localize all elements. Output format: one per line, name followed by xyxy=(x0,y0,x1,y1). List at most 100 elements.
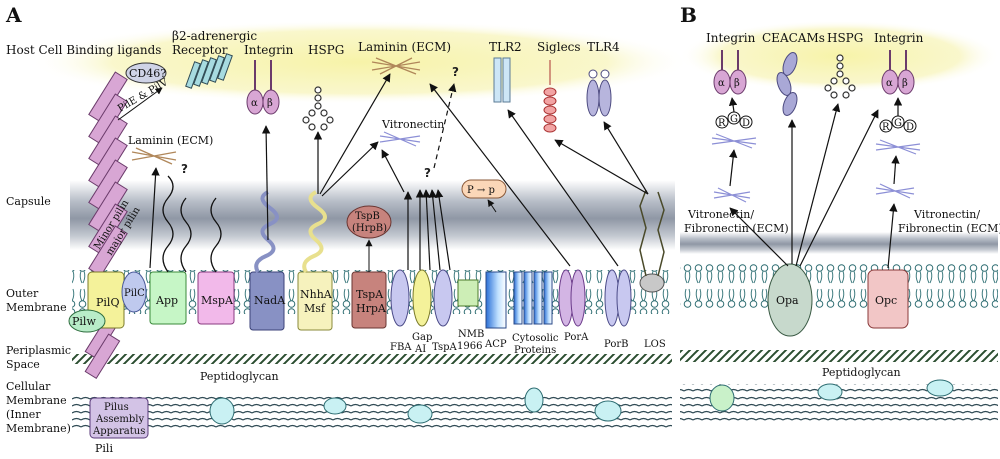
label-tspa: TspA xyxy=(432,342,457,353)
label-assembly: Assembly xyxy=(95,414,144,425)
label-pilus-app: Pilus xyxy=(104,402,129,413)
label-fba: FBA xyxy=(390,342,412,353)
label-gap: Gap xyxy=(412,332,432,343)
integrin-receptor-b2 xyxy=(881,50,915,95)
rgd-g-b2: G xyxy=(894,118,902,129)
rgd-r-b1: R xyxy=(718,118,726,129)
label-cd46: CD46? xyxy=(129,67,166,80)
label-cytosolic: Cytosolic xyxy=(512,333,559,344)
label-b2-adrenergic: β2-adrenergic xyxy=(172,29,257,43)
label-opa: Opa xyxy=(776,294,799,307)
rgd-d-b2: D xyxy=(906,122,914,133)
label-tspa-hrpa-2: HrpA xyxy=(356,302,387,315)
hspg-receptor-b xyxy=(824,54,856,99)
label-hrpb: (HrpB) xyxy=(352,223,387,234)
label-membrane-outer: Membrane xyxy=(6,301,67,314)
cytosolic-proteins xyxy=(513,271,553,325)
label-b-vitronectin-1: Vitronectin/ xyxy=(687,208,754,221)
label-pilw: Pilw xyxy=(72,315,96,328)
label-periplasmic: Periplasmic xyxy=(6,344,71,357)
vitronectin-fibers-a xyxy=(379,131,421,147)
label-host-cell-binding-ligands: Host Cell Binding ligands xyxy=(6,43,161,57)
label-b-fibronectin-2: Fibronectin (ECM) xyxy=(898,222,1000,235)
label-b-integrin-2: Integrin xyxy=(874,31,924,45)
label-peptidoglycan-a: Peptidoglycan xyxy=(200,370,279,383)
panel-label-b: B xyxy=(680,3,697,27)
label-nada: NadA xyxy=(254,294,286,307)
label-porb: PorB xyxy=(604,339,628,350)
label-b-hspg: HSPG xyxy=(827,31,863,45)
label-cellular: Cellular xyxy=(6,380,51,393)
laminin-ecm-fibers-small xyxy=(131,147,177,165)
outer-membrane-b xyxy=(680,264,998,308)
label-nhha: NhhA xyxy=(300,288,333,301)
peptidoglycan-layer-b xyxy=(680,350,998,362)
b2-adrenergic-receptor xyxy=(185,53,233,89)
acp-protein xyxy=(485,271,507,329)
label-siglecs: Siglecs xyxy=(537,40,581,54)
label-los: LOS xyxy=(644,339,666,350)
label-space: Space xyxy=(6,358,40,371)
arrow-pile-to-cd46 xyxy=(117,87,163,121)
ceacam-receptor xyxy=(776,52,798,116)
vitronectin-fibers-b1 xyxy=(711,133,757,203)
opa-protein xyxy=(767,263,813,337)
porb-protein xyxy=(604,269,632,327)
gapa1-protein xyxy=(412,269,432,327)
app-passenger-domain xyxy=(162,175,174,273)
label-receptor: Receptor xyxy=(172,43,228,57)
laminin-ecm-fibers-top xyxy=(371,57,421,75)
label-apparatus: Apparatus xyxy=(92,426,145,437)
inner-membrane-proteins-a xyxy=(209,387,622,425)
integrin-alpha-b1: α xyxy=(718,78,725,89)
inner-membrane-a xyxy=(72,392,672,428)
integrin-receptor-a xyxy=(246,60,280,115)
label-pili: Pili xyxy=(95,442,113,455)
label-capsule: Capsule xyxy=(6,195,51,208)
capsule-band-b xyxy=(680,232,998,254)
pora-protein xyxy=(558,269,586,327)
label-b-ceacams: CEACAMs xyxy=(762,31,825,45)
question-mark-proteins: ? xyxy=(424,166,431,180)
nhha-coiled-coil xyxy=(302,190,327,274)
label-opc: Opc xyxy=(875,294,897,307)
phosphorylation-box xyxy=(461,179,507,199)
label-ai: AI xyxy=(414,344,426,355)
pilw-protein xyxy=(68,309,106,333)
question-mark-app: ? xyxy=(181,162,188,176)
nmb1966-protein xyxy=(457,279,479,307)
nada-protein xyxy=(249,271,285,331)
hspg-receptor-a xyxy=(302,86,334,131)
label-tspa-hrpa-1: TspA xyxy=(356,288,384,301)
label-tlr4: TLR4 xyxy=(587,40,620,54)
label-laminin-ecm-top: Laminin (ECM) xyxy=(358,40,451,54)
label-tspb: TspB xyxy=(355,211,380,222)
tlr4-receptor xyxy=(586,69,612,117)
question-mark-top: ? xyxy=(452,65,459,79)
label-hspg: HSPG xyxy=(308,43,344,57)
siglecs-receptor xyxy=(543,60,557,133)
label-pilq: PilQ xyxy=(96,296,119,309)
label-outer: Outer xyxy=(6,287,39,300)
integrin-beta-a: β xyxy=(267,98,273,109)
label-1966: 1966 xyxy=(457,341,482,352)
panel-label-a: A xyxy=(5,3,22,27)
label-nmb: NMB xyxy=(458,329,484,340)
label-b-fibronectin-1: Fibronectin (ECM) xyxy=(684,222,789,235)
mspa-passenger-domain xyxy=(210,197,222,273)
label-integrin: Integrin xyxy=(244,43,294,57)
label-inner: (Inner xyxy=(6,408,41,421)
fba-protein xyxy=(390,269,410,327)
label-laminin-ecm-small: Laminin (ECM) xyxy=(128,134,213,147)
peptidoglycan-layer-a xyxy=(72,354,672,364)
nhha-msf-protein xyxy=(297,271,333,331)
rgd-motif-b1 xyxy=(715,111,753,129)
arrow-to-phospho xyxy=(487,199,497,213)
label-pora: PorA xyxy=(564,332,589,343)
pilc-protein xyxy=(121,271,147,313)
pilus-assembly-apparatus xyxy=(89,397,149,439)
opc-protein xyxy=(867,269,909,329)
integrin-beta-b2: β xyxy=(902,78,908,89)
label-acp: ACP xyxy=(484,339,507,350)
